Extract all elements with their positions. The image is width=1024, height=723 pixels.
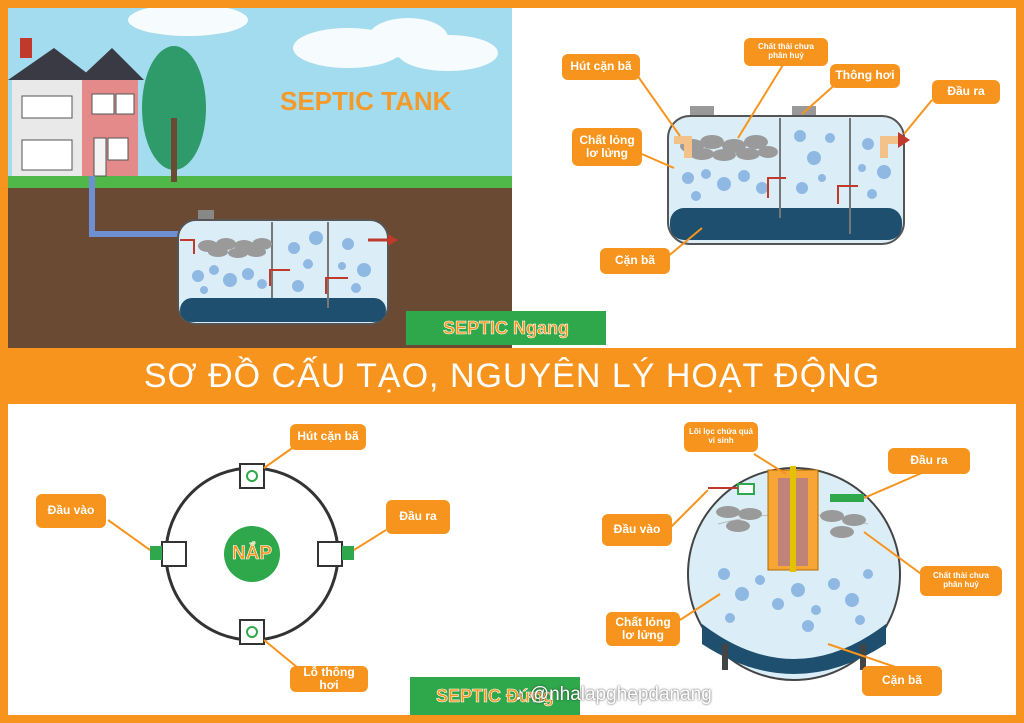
- label-top-hut-can-ba: Hút cặn bã: [290, 424, 366, 450]
- label-vert-can-ba: Cặn bã: [862, 666, 942, 696]
- label-loi-loc: Lõi lọc chứa quả vi sinh: [684, 422, 758, 452]
- label-top-dau-ra: Đầu ra: [386, 500, 450, 534]
- label-chat-long: Chất lỏng lơ lửng: [572, 128, 642, 166]
- badge-septic-ngang: SEPTIC Ngang: [406, 311, 606, 345]
- bottom-panel: Hút cặn bã Đầu vào Đầu ra Lỗ thông hơi N…: [8, 404, 1016, 715]
- inlet-pipe: [89, 176, 180, 237]
- label-vert-chat-thai: Chất thải chưa phân huỷ: [920, 566, 1002, 596]
- label-can-ba: Cặn bã: [600, 248, 670, 274]
- scene-illustration: [8, 8, 512, 348]
- label-dau-ra: Đầu ra: [932, 80, 1000, 104]
- label-chat-thai: Chất thải chưa phân huỷ: [744, 38, 828, 66]
- label-thong-hoi: Thông hơi: [830, 64, 900, 88]
- vertical-tank: [687, 466, 901, 681]
- label-vert-dau-ra: Đầu ra: [888, 448, 970, 474]
- label-hut-can-ba: Hút cặn bã: [562, 54, 640, 80]
- horizontal-tank-panel: Hút cặn bã Chất thải chưa phân huỷ Thông…: [512, 8, 1016, 348]
- label-vert-chat-long: Chất lỏng lơ lửng: [606, 612, 680, 646]
- scene-title: SEPTIC TANK: [280, 86, 452, 116]
- badge-septic-dung: SEPTIC Đứng: [410, 677, 580, 715]
- clouds: [128, 8, 498, 71]
- bottom-diagrams: [107, 443, 925, 681]
- main-title: SƠ ĐỒ CẤU TẠO, NGUYÊN LÝ HOẠT ĐỘNG: [143, 356, 881, 395]
- horizontal-tank-diagram: [627, 59, 933, 259]
- scene-tank: [177, 210, 398, 325]
- watermark: ♪ @nhalapghepdanang: [515, 684, 712, 705]
- badge-nap: NẮP: [231, 543, 273, 565]
- septic-tank-scene: SEPTIC TANK: [8, 8, 512, 348]
- house: [8, 38, 144, 177]
- tree: [142, 46, 206, 182]
- grass-strip: [8, 176, 512, 188]
- label-vert-dau-vao: Đầu vào: [602, 514, 672, 546]
- label-top-dau-vao: Đầu vào: [36, 494, 106, 528]
- label-top-lo-thong-hoi: Lỗ thông hơi: [290, 665, 368, 692]
